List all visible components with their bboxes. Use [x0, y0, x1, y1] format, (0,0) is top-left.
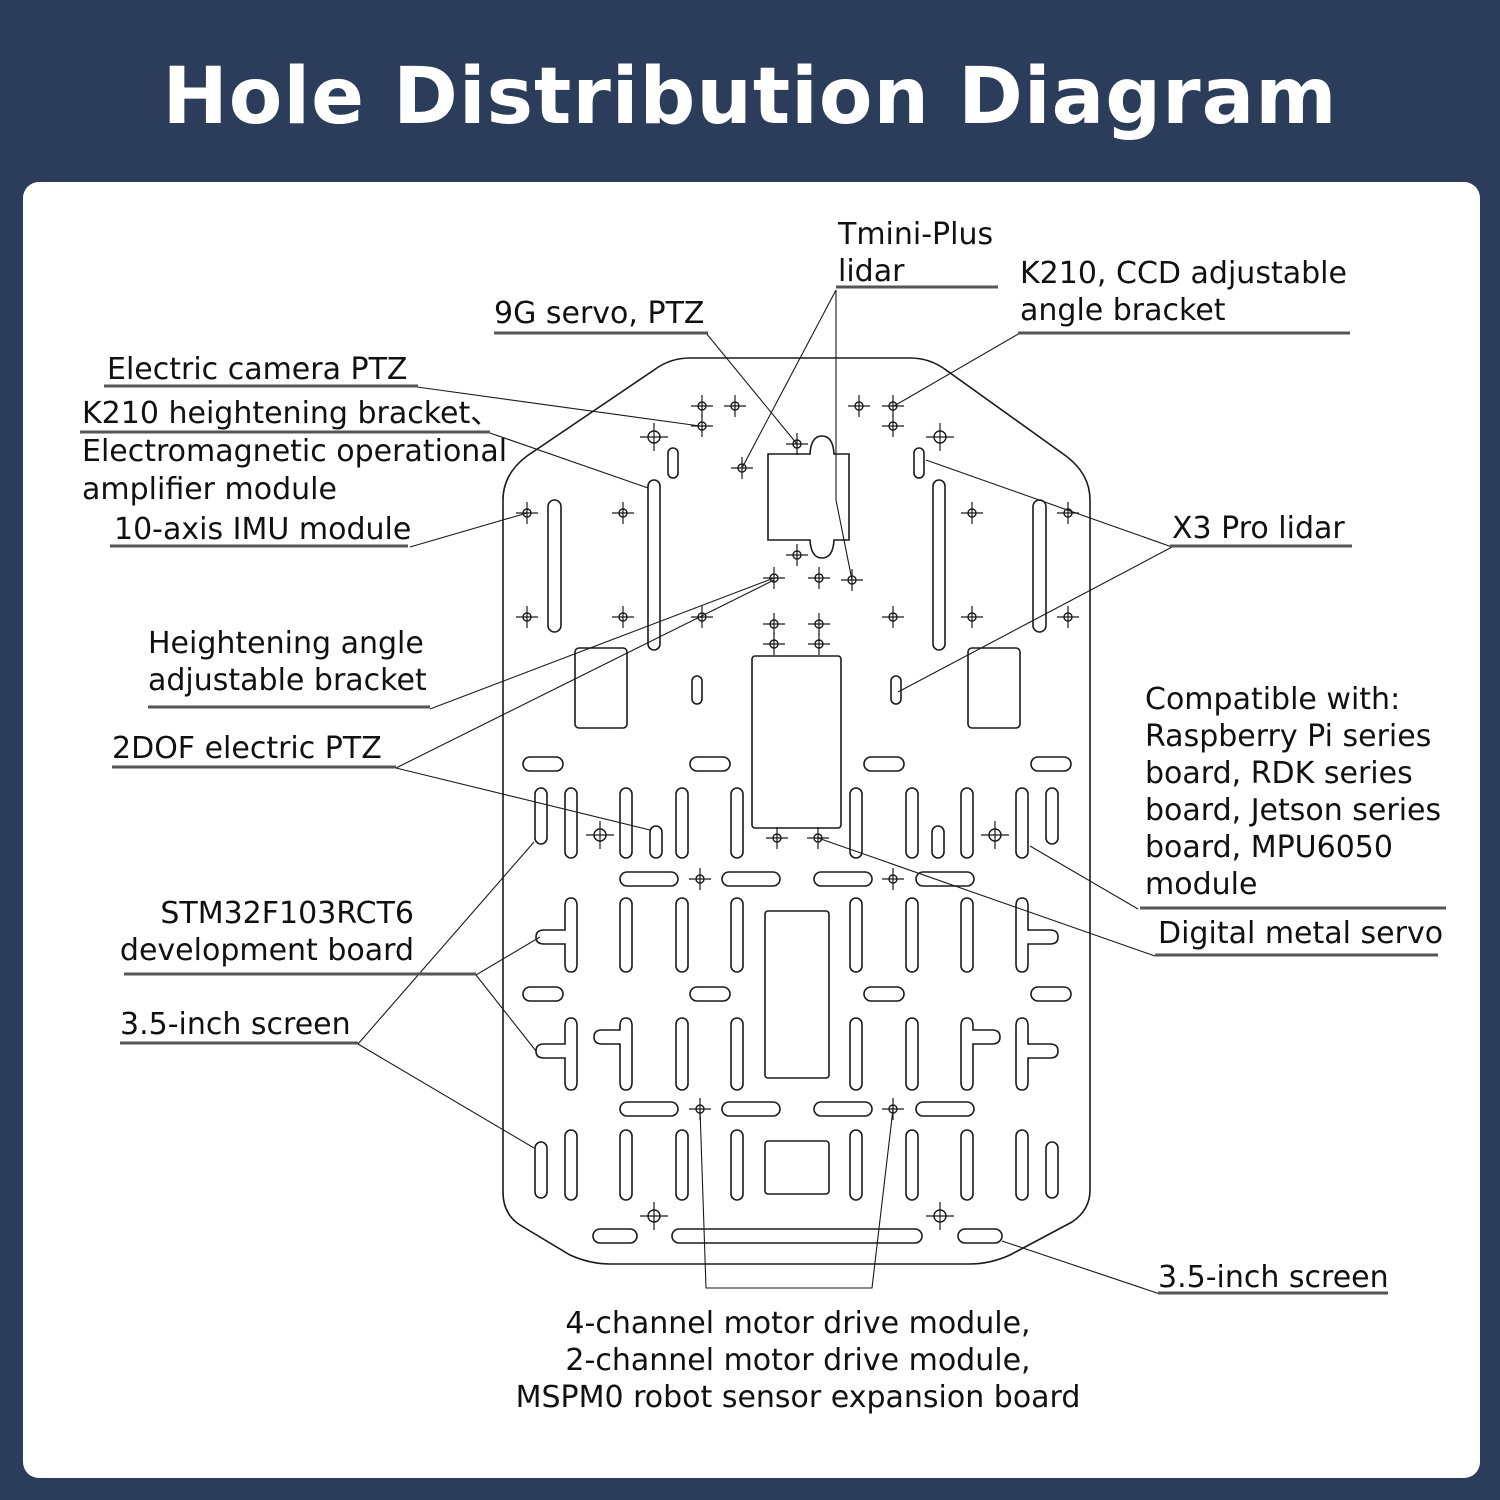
label-compat-mpu6050: board, MPU6050 [1145, 830, 1393, 865]
mounting-hole [763, 633, 785, 655]
label-compat-raspberry: Raspberry Pi series [1145, 719, 1431, 754]
mounting-hole [766, 827, 788, 849]
label-compat-jetson: board, Jetson series [1145, 793, 1441, 828]
label-compat-module: module [1145, 867, 1257, 902]
label-stm32: STM32F103RCT6 [160, 896, 414, 931]
label-2ch-motor: 2-channel motor drive module, [565, 1343, 1030, 1378]
label-k210-heightening: K210 heightening bracket、 [82, 396, 500, 431]
mounting-hole [882, 868, 904, 890]
mounting-hole [808, 567, 830, 589]
mounting-hole [848, 395, 870, 417]
callout-labels: Tmini-Plus lidar K210, CCD adjustable an… [82, 217, 1443, 1415]
label-adjustable-bracket: adjustable bracket [148, 663, 427, 698]
mounting-hole [640, 423, 668, 451]
label-tmini-plus: Tmini-Plus [837, 217, 993, 252]
label-mspm0: MSPM0 robot sensor expansion board [516, 1380, 1081, 1415]
label-angle-bracket: angle bracket [1020, 293, 1226, 328]
label-screen-left: 3.5-inch screen [120, 1007, 351, 1042]
diagram-panel [23, 182, 1480, 1478]
label-compatible-with: Compatible with: [1145, 682, 1400, 717]
label-tmini-lidar: lidar [838, 254, 905, 289]
chassis-plate [502, 357, 1091, 1265]
mounting-hole [882, 395, 904, 417]
mounting-hole [612, 606, 634, 628]
label-heightening-angle: Heightening angle [148, 626, 424, 661]
mounting-hole [981, 821, 1009, 849]
mounting-hole [882, 415, 904, 437]
label-electric-camera-ptz: Electric camera PTZ [107, 352, 407, 387]
label-electromagnetic: Electromagnetic operational [82, 434, 507, 469]
mounting-hole [961, 502, 983, 524]
mounting-hole [691, 606, 713, 628]
mounting-hole [882, 606, 904, 628]
mounting-hole [516, 606, 538, 628]
label-underlines [80, 285, 1446, 1295]
label-k210-ccd: K210, CCD adjustable [1020, 256, 1347, 291]
label-amplifier-module: amplifier module [82, 472, 337, 507]
label-digital-metal-servo: Digital metal servo [1158, 916, 1443, 951]
mounting-hole [926, 1202, 954, 1230]
label-2dof-ptz: 2DOF electric PTZ [112, 731, 382, 766]
mounting-hole [691, 415, 713, 437]
mounting-hole [724, 395, 746, 417]
mounting-hole [961, 606, 983, 628]
label-imu: 10-axis IMU module [114, 512, 411, 547]
mounting-hole [808, 613, 830, 635]
label-compat-rdk: board, RDK series [1145, 756, 1413, 791]
mounting-hole [640, 1202, 668, 1230]
mounting-hole [1057, 606, 1079, 628]
mounting-hole [612, 502, 634, 524]
mounting-hole [586, 821, 614, 849]
label-9g-servo: 9G servo, PTZ [494, 296, 704, 331]
label-screen-right: 3.5-inch screen [1158, 1260, 1389, 1295]
label-development-board: development board [120, 933, 414, 968]
label-4ch-motor: 4-channel motor drive module, [565, 1306, 1030, 1341]
mounting-hole [763, 613, 785, 635]
leader-lines [357, 289, 1173, 1295]
mounting-hole [689, 868, 711, 890]
mounting-holes [516, 395, 1079, 1230]
mounting-hole [691, 395, 713, 417]
page-title: Hole Distribution Diagram [162, 52, 1338, 142]
mounting-hole [926, 423, 954, 451]
label-x3-pro-lidar: X3 Pro lidar [1172, 511, 1345, 546]
mounting-hole [808, 633, 830, 655]
mounting-hole [786, 544, 808, 566]
